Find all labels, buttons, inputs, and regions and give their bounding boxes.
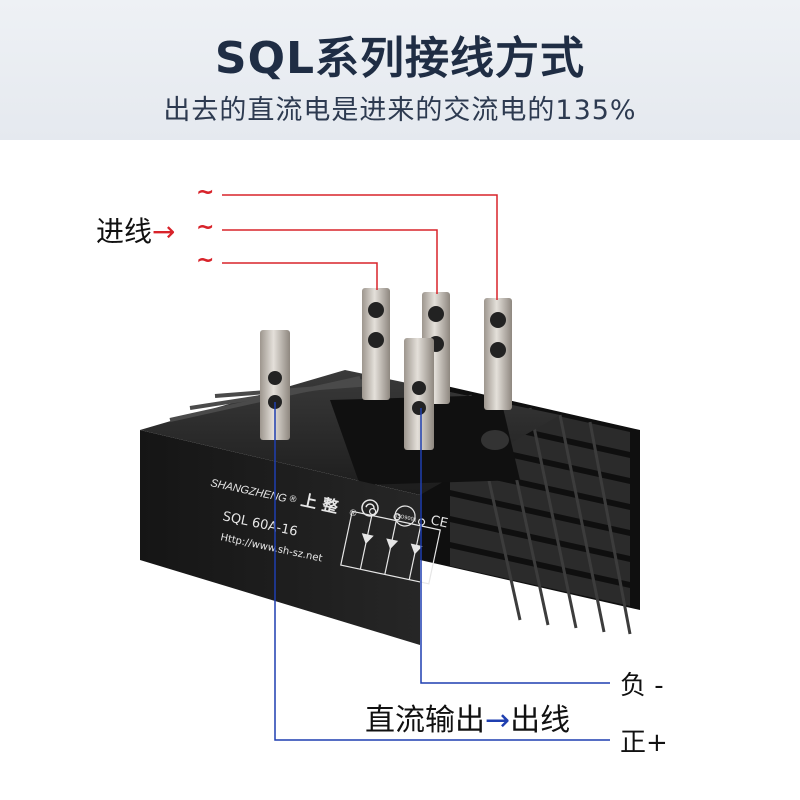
ac-phase-1-label: ~ — [196, 180, 215, 205]
dc-terminal-negative — [404, 338, 434, 450]
header-banner — [0, 0, 800, 140]
ac-terminal-3 — [484, 298, 512, 410]
input-arrow-icon: → — [152, 215, 176, 248]
negative-terminal-label: 负 - — [620, 671, 664, 701]
circuit-schematic — [340, 507, 441, 585]
dc-terminal-positive — [260, 330, 290, 440]
brand-reg-mark: ® — [287, 494, 298, 506]
ac-phase-3-label: ~ — [196, 248, 215, 273]
brand-cn-reg-mark: ® — [347, 508, 358, 520]
output-label-text: 直流输出 — [365, 703, 485, 738]
input-label-text: 进线 — [96, 215, 153, 248]
dc-output-wires — [274, 402, 610, 741]
svg-text:ISO9001: ISO9001 — [395, 513, 417, 523]
output-label: 直流输出→出线 — [365, 695, 570, 739]
ac-terminal-1 — [362, 288, 390, 400]
positive-terminal-label: 正+ — [620, 728, 668, 758]
output-arrow-icon: → — [485, 703, 511, 738]
ce-mark: CE — [429, 513, 449, 531]
page-title: SQL系列接线方式 — [214, 33, 586, 84]
ac-phase-2-label: ~ — [196, 215, 215, 240]
input-label: 进线→ — [96, 210, 175, 250]
mounting-hole — [481, 430, 509, 450]
module-front-face — [140, 430, 420, 645]
ac-input-wires — [222, 194, 498, 300]
logo-icon — [361, 499, 379, 517]
output-label-text-2: 出线 — [510, 703, 571, 738]
page-subtitle: 出去的直流电是进来的交流电的135% — [163, 95, 637, 126]
